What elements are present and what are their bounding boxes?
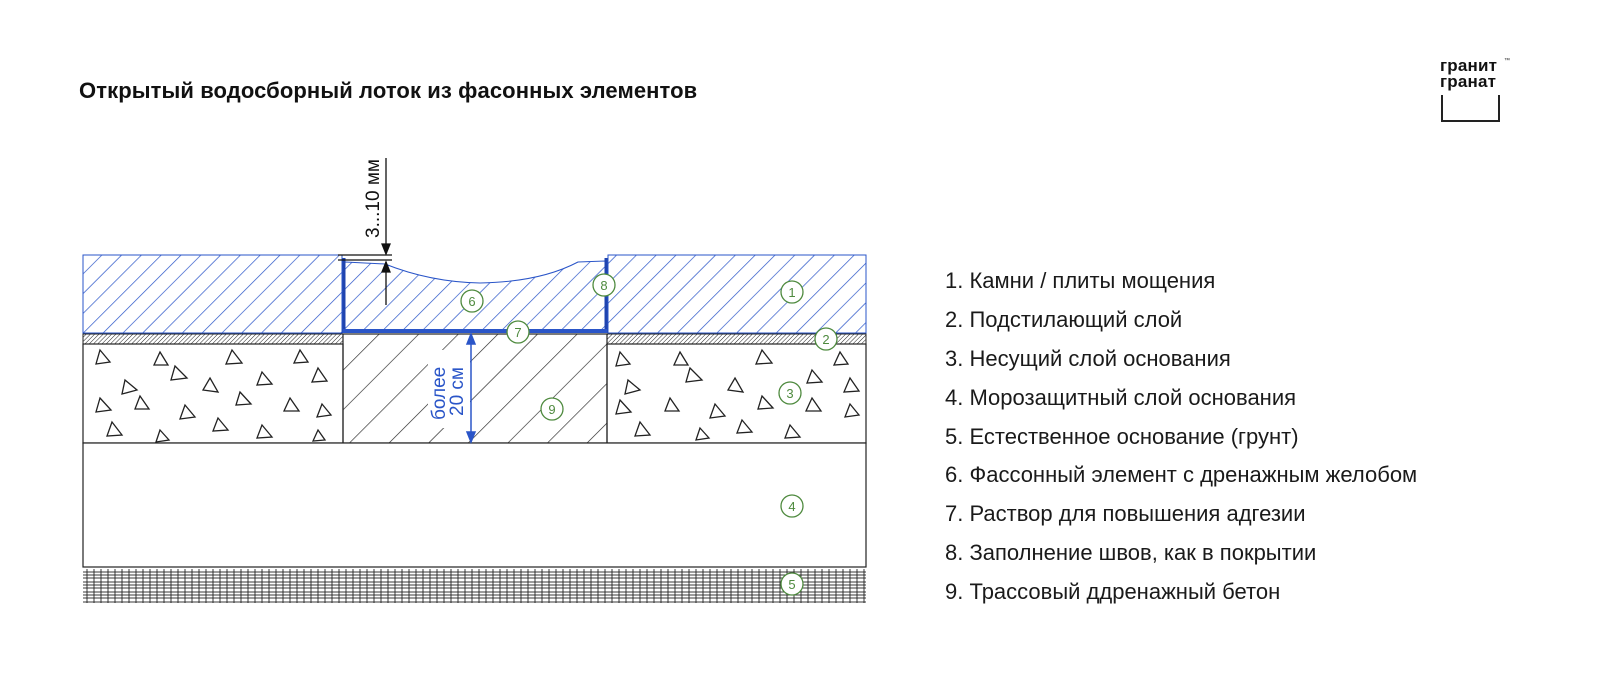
legend-num: 3.	[945, 345, 964, 371]
dimension-depth	[465, 331, 477, 445]
marker-6-label: 6	[468, 294, 475, 309]
legend-text: Морозащитный слой основания	[969, 384, 1297, 410]
marker-2	[814, 327, 838, 351]
marker-9-label: 9	[548, 402, 555, 417]
logo-frame-icon	[1441, 95, 1500, 122]
legend-num: 1.	[945, 268, 964, 293]
dimension-depth-line2: 20 см	[447, 367, 468, 416]
legend-text: Фассонный элемент с дренажным желобом	[969, 462, 1418, 488]
marker-7-label: 7	[514, 325, 521, 340]
legend-text: Трассовый ддренажный бетон	[969, 579, 1281, 605]
logo-line-2: гранат	[1440, 72, 1497, 91]
natural-ground	[83, 569, 866, 603]
dimension-top	[338, 158, 392, 305]
marker-8	[592, 273, 616, 297]
brand-logo: гранит гранат ™	[1440, 56, 1512, 128]
frost-layer	[82, 442, 867, 568]
marker-4-label: 4	[788, 499, 795, 514]
legend-num: 4.	[945, 384, 964, 410]
marker-7	[506, 320, 530, 344]
legend-item: 7. Раствор для повышения адгезии	[945, 499, 1417, 538]
legend-num: 6.	[945, 462, 964, 488]
depth-label-backdrop	[428, 350, 470, 428]
dimension-depth-line1: более	[429, 367, 450, 420]
legend-item: 3. Несущий слой основания	[945, 344, 1417, 383]
legend-text: Заполнение швов, как в покрытии	[969, 540, 1317, 566]
marker-1	[780, 280, 804, 304]
legend-text: Подстилающий слой	[969, 306, 1183, 332]
legend-num: 2.	[945, 306, 964, 332]
logo-trademark: ™	[1504, 58, 1510, 64]
legend-text: Естественное основание (грунт)	[969, 423, 1299, 449]
bedding-left	[82, 333, 344, 345]
legend-num: 5.	[945, 423, 964, 449]
legend-item: 2. Подстилающий слой	[945, 305, 1417, 344]
marker-6	[460, 289, 484, 313]
legend-item: 4. Морозащитный слой основания	[945, 383, 1417, 422]
drainage-concrete	[342, 333, 608, 444]
legend-item: 5. Естественное основание (грунт)	[945, 422, 1417, 461]
legend-text: Камни / плиты мощения	[969, 268, 1216, 293]
logo-line-1: гранит	[1440, 56, 1498, 75]
paving-left	[82, 254, 343, 334]
marker-1-label: 1	[788, 285, 795, 300]
legend-num: 9.	[945, 579, 964, 605]
legend-item: 8. Заполнение швов, как в покрытии	[945, 538, 1417, 577]
marker-9	[540, 397, 564, 421]
marker-3-label: 3	[786, 386, 793, 401]
aggregate-triangles	[95, 348, 861, 443]
marker-2-label: 2	[822, 332, 829, 347]
legend-item: 6. Фассонный элемент с дренажным желобом	[945, 460, 1417, 499]
dimension-top-label: 3...10 мм	[363, 159, 384, 238]
marker-5-label: 5	[788, 577, 795, 592]
paving-right	[607, 254, 867, 334]
legend-num: 8.	[945, 540, 964, 566]
marker-5	[780, 572, 804, 596]
page-title: Открытый водосборный лоток из фасонных э…	[79, 78, 698, 103]
marker-4	[780, 494, 804, 518]
legend-text: Несущий слой основания	[969, 345, 1231, 371]
legend-text: Раствор для повышения адгезии	[969, 501, 1306, 527]
base-course-right	[606, 343, 867, 444]
legend-list: 1. Камни / плиты мощения 2. Подстилающий…	[945, 266, 1417, 616]
marker-3	[778, 381, 802, 405]
legend-item: 9. Трассовый ддренажный бетон	[945, 577, 1417, 616]
legend-num: 7.	[945, 501, 964, 527]
legend-item: 1. Камни / плиты мощения	[945, 266, 1417, 305]
marker-8-label: 8	[600, 278, 607, 293]
